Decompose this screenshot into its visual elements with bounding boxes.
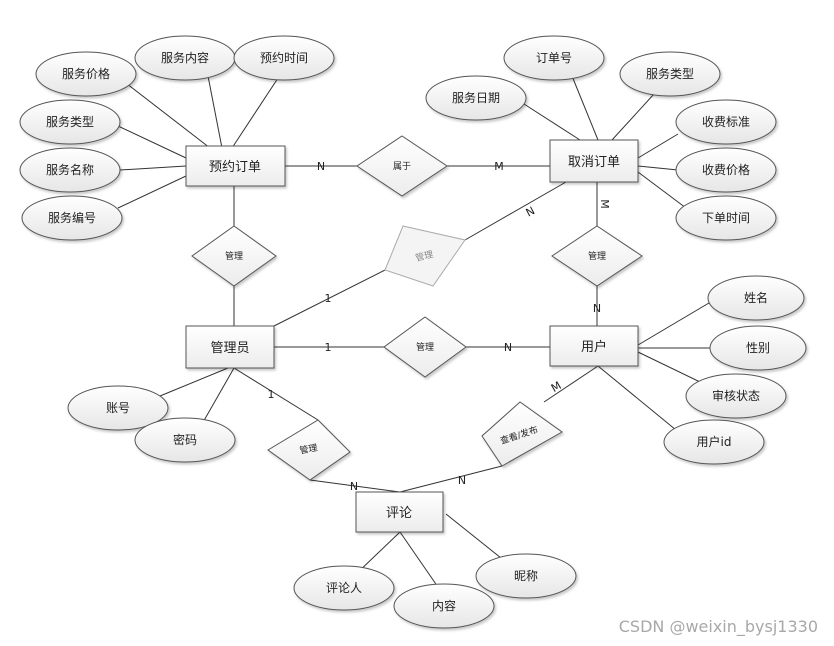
svg-text:预约时间: 预约时间 (260, 50, 308, 65)
svg-text:管理: 管理 (225, 250, 243, 262)
svg-text:服务类型: 服务类型 (646, 66, 694, 81)
relationship-belongs-to: 属于 (356, 135, 448, 197)
card-m-user-comment: M (549, 379, 564, 395)
svg-text:姓名: 姓名 (744, 290, 768, 305)
relationship-manage-order: 管理 (191, 225, 277, 287)
attr-fee-price: 收费价格 (675, 147, 777, 193)
svg-text:用户: 用户 (581, 339, 607, 355)
card-n-comment-admin: N (350, 480, 358, 493)
svg-text:属于: 属于 (393, 161, 411, 172)
svg-text:密码: 密码 (173, 432, 197, 447)
svg-text:收费价格: 收费价格 (702, 162, 750, 177)
svg-text:评论: 评论 (386, 506, 412, 521)
card-n-user-admin: N (504, 341, 512, 354)
entity-comment: 评论 (355, 491, 444, 533)
relationship-manage-comment: 管理 (267, 419, 351, 481)
attr-order-time: 下单时间 (675, 195, 777, 241)
svg-text:收费标准: 收费标准 (702, 115, 750, 129)
attr-order-no: 订单号 (503, 35, 605, 81)
relationship-manage-cancel: 管理 (384, 225, 466, 287)
card-one-admin-manage: 1 (325, 292, 332, 305)
attr-service-content: 服务内容 (134, 35, 236, 81)
svg-text:服务类型: 服务类型 (46, 114, 94, 129)
svg-text:下单时间: 下单时间 (702, 211, 750, 225)
attr-nickname: 昵称 (475, 553, 577, 599)
svg-text:服务价格: 服务价格 (62, 66, 110, 81)
attr-review-status: 审核状态 (685, 373, 787, 419)
attr-service-type-1: 服务类型 (19, 99, 121, 145)
card-m-cancel-belongs: M (494, 160, 504, 173)
attr-reservation-time: 预约时间 (233, 35, 335, 81)
attr-service-price: 服务价格 (35, 51, 137, 97)
svg-text:评论人: 评论人 (326, 581, 362, 595)
svg-text:昵称: 昵称 (514, 569, 538, 583)
relationship-manage-user-cancel: 管理 (551, 225, 643, 287)
svg-text:内容: 内容 (432, 598, 456, 613)
attr-commenter: 评论人 (293, 565, 395, 611)
svg-text:审核状态: 审核状态 (712, 388, 760, 403)
svg-text:取消订单: 取消订单 (568, 155, 620, 170)
card-n-comment-user: N (458, 474, 466, 487)
card-m-cancel-user: M (598, 199, 611, 209)
connector-lines (117, 71, 715, 591)
attr-service-name: 服务名称 (19, 147, 121, 193)
svg-text:服务内容: 服务内容 (161, 50, 209, 65)
watermark-text: CSDN @weixin_bysj1330 (619, 617, 818, 637)
card-n-order-belongs: N (317, 160, 325, 173)
card-one-admin-comment: 1 (268, 388, 275, 401)
attr-service-type-2: 服务类型 (619, 51, 721, 97)
attr-name: 姓名 (707, 275, 805, 321)
attributes: 服务价格 服务内容 预约时间 服务类型 服务名称 服务编号 订单号 服务类型 (19, 35, 807, 629)
entity-user: 用户 (549, 325, 639, 367)
entity-cancel-order: 取消订单 (549, 139, 639, 183)
attr-user-id: 用户id (663, 419, 765, 465)
svg-text:账号: 账号 (106, 401, 130, 415)
entity-admin: 管理员 (185, 325, 275, 369)
attr-fee-standard: 收费标准 (675, 99, 777, 145)
svg-text:管理: 管理 (299, 442, 319, 457)
svg-text:管理: 管理 (416, 341, 434, 353)
relationship-view-post: 查看/发布 (481, 401, 563, 467)
attr-password: 密码 (134, 417, 236, 463)
attr-service-date: 服务日期 (425, 75, 527, 121)
card-n-user-cancel: N (593, 302, 601, 315)
svg-text:服务名称: 服务名称 (46, 162, 94, 177)
svg-text:性别: 性别 (746, 341, 770, 355)
svg-text:用户id: 用户id (697, 434, 732, 449)
svg-text:服务日期: 服务日期 (452, 90, 500, 105)
svg-text:管理: 管理 (588, 250, 606, 262)
attr-service-id: 服务编号 (21, 195, 123, 241)
card-one-admin-user: 1 (325, 341, 332, 354)
attr-account: 账号 (67, 385, 169, 431)
svg-text:管理员: 管理员 (210, 341, 249, 356)
svg-text:服务编号: 服务编号 (48, 210, 96, 225)
attr-gender: 性别 (709, 325, 807, 371)
svg-text:预约订单: 预约订单 (209, 160, 261, 175)
relationship-manage-user: 管理 (383, 316, 467, 378)
card-n-cancel-manage: N (524, 204, 537, 219)
entity-reservation-order: 预约订单 (185, 145, 286, 187)
attr-content: 内容 (393, 583, 495, 629)
svg-text:订单号: 订单号 (536, 51, 572, 65)
